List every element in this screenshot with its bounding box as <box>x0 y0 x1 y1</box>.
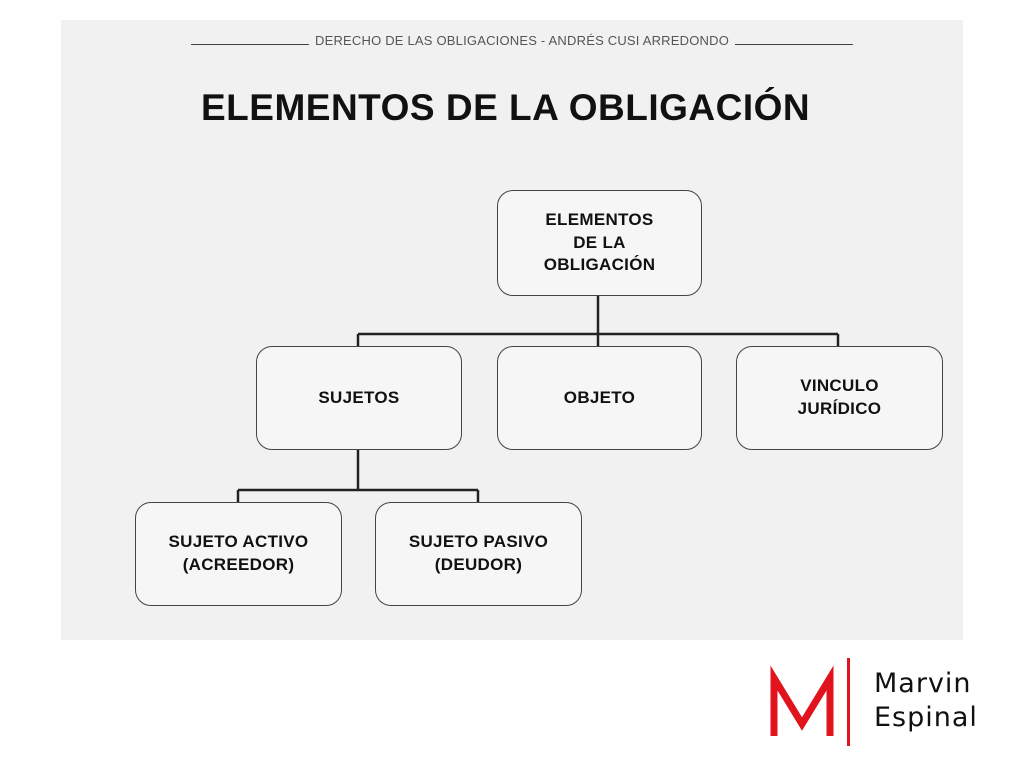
page-title: ELEMENTOS DE LA OBLIGACIÓN <box>201 87 811 128</box>
node-sujetos: SUJETOS <box>256 346 462 450</box>
node-objeto: OBJETO <box>497 346 702 450</box>
node-sujeto-activo-label: SUJETO ACTIVO (ACREEDOR) <box>168 532 309 574</box>
node-sujeto-activo: SUJETO ACTIVO (ACREEDOR) <box>135 502 342 606</box>
node-vinculo-label: VINCULO JURÍDICO <box>797 376 882 418</box>
m-logo-icon <box>770 665 834 736</box>
logo-divider <box>847 658 850 746</box>
header-text: DERECHO DE LAS OBLIGACIONES - ANDRÉS CUS… <box>315 33 730 48</box>
header-rule-right <box>735 44 854 45</box>
node-objeto-label: OBJETO <box>563 387 636 407</box>
node-root: ELEMENTOS DE LA OBLIGACIÓN <box>497 190 702 296</box>
brand-logo: Marvin Espinal <box>768 658 998 748</box>
node-sujetos-label: SUJETOS <box>318 387 400 407</box>
node-vinculo: VINCULO JURÍDICO <box>736 346 943 450</box>
logo-name-last: Espinal <box>874 702 978 733</box>
logo-name-first: Marvin <box>874 668 972 699</box>
header-rule-left <box>191 44 309 45</box>
header-line: DERECHO DE LAS OBLIGACIONES - ANDRÉS CUS… <box>191 33 854 48</box>
node-sujeto-pasivo-label: SUJETO PASIVO (DEUDOR) <box>408 532 549 574</box>
node-root-label: ELEMENTOS DE LA OBLIGACIÓN <box>543 209 656 275</box>
node-sujeto-pasivo: SUJETO PASIVO (DEUDOR) <box>375 502 582 606</box>
